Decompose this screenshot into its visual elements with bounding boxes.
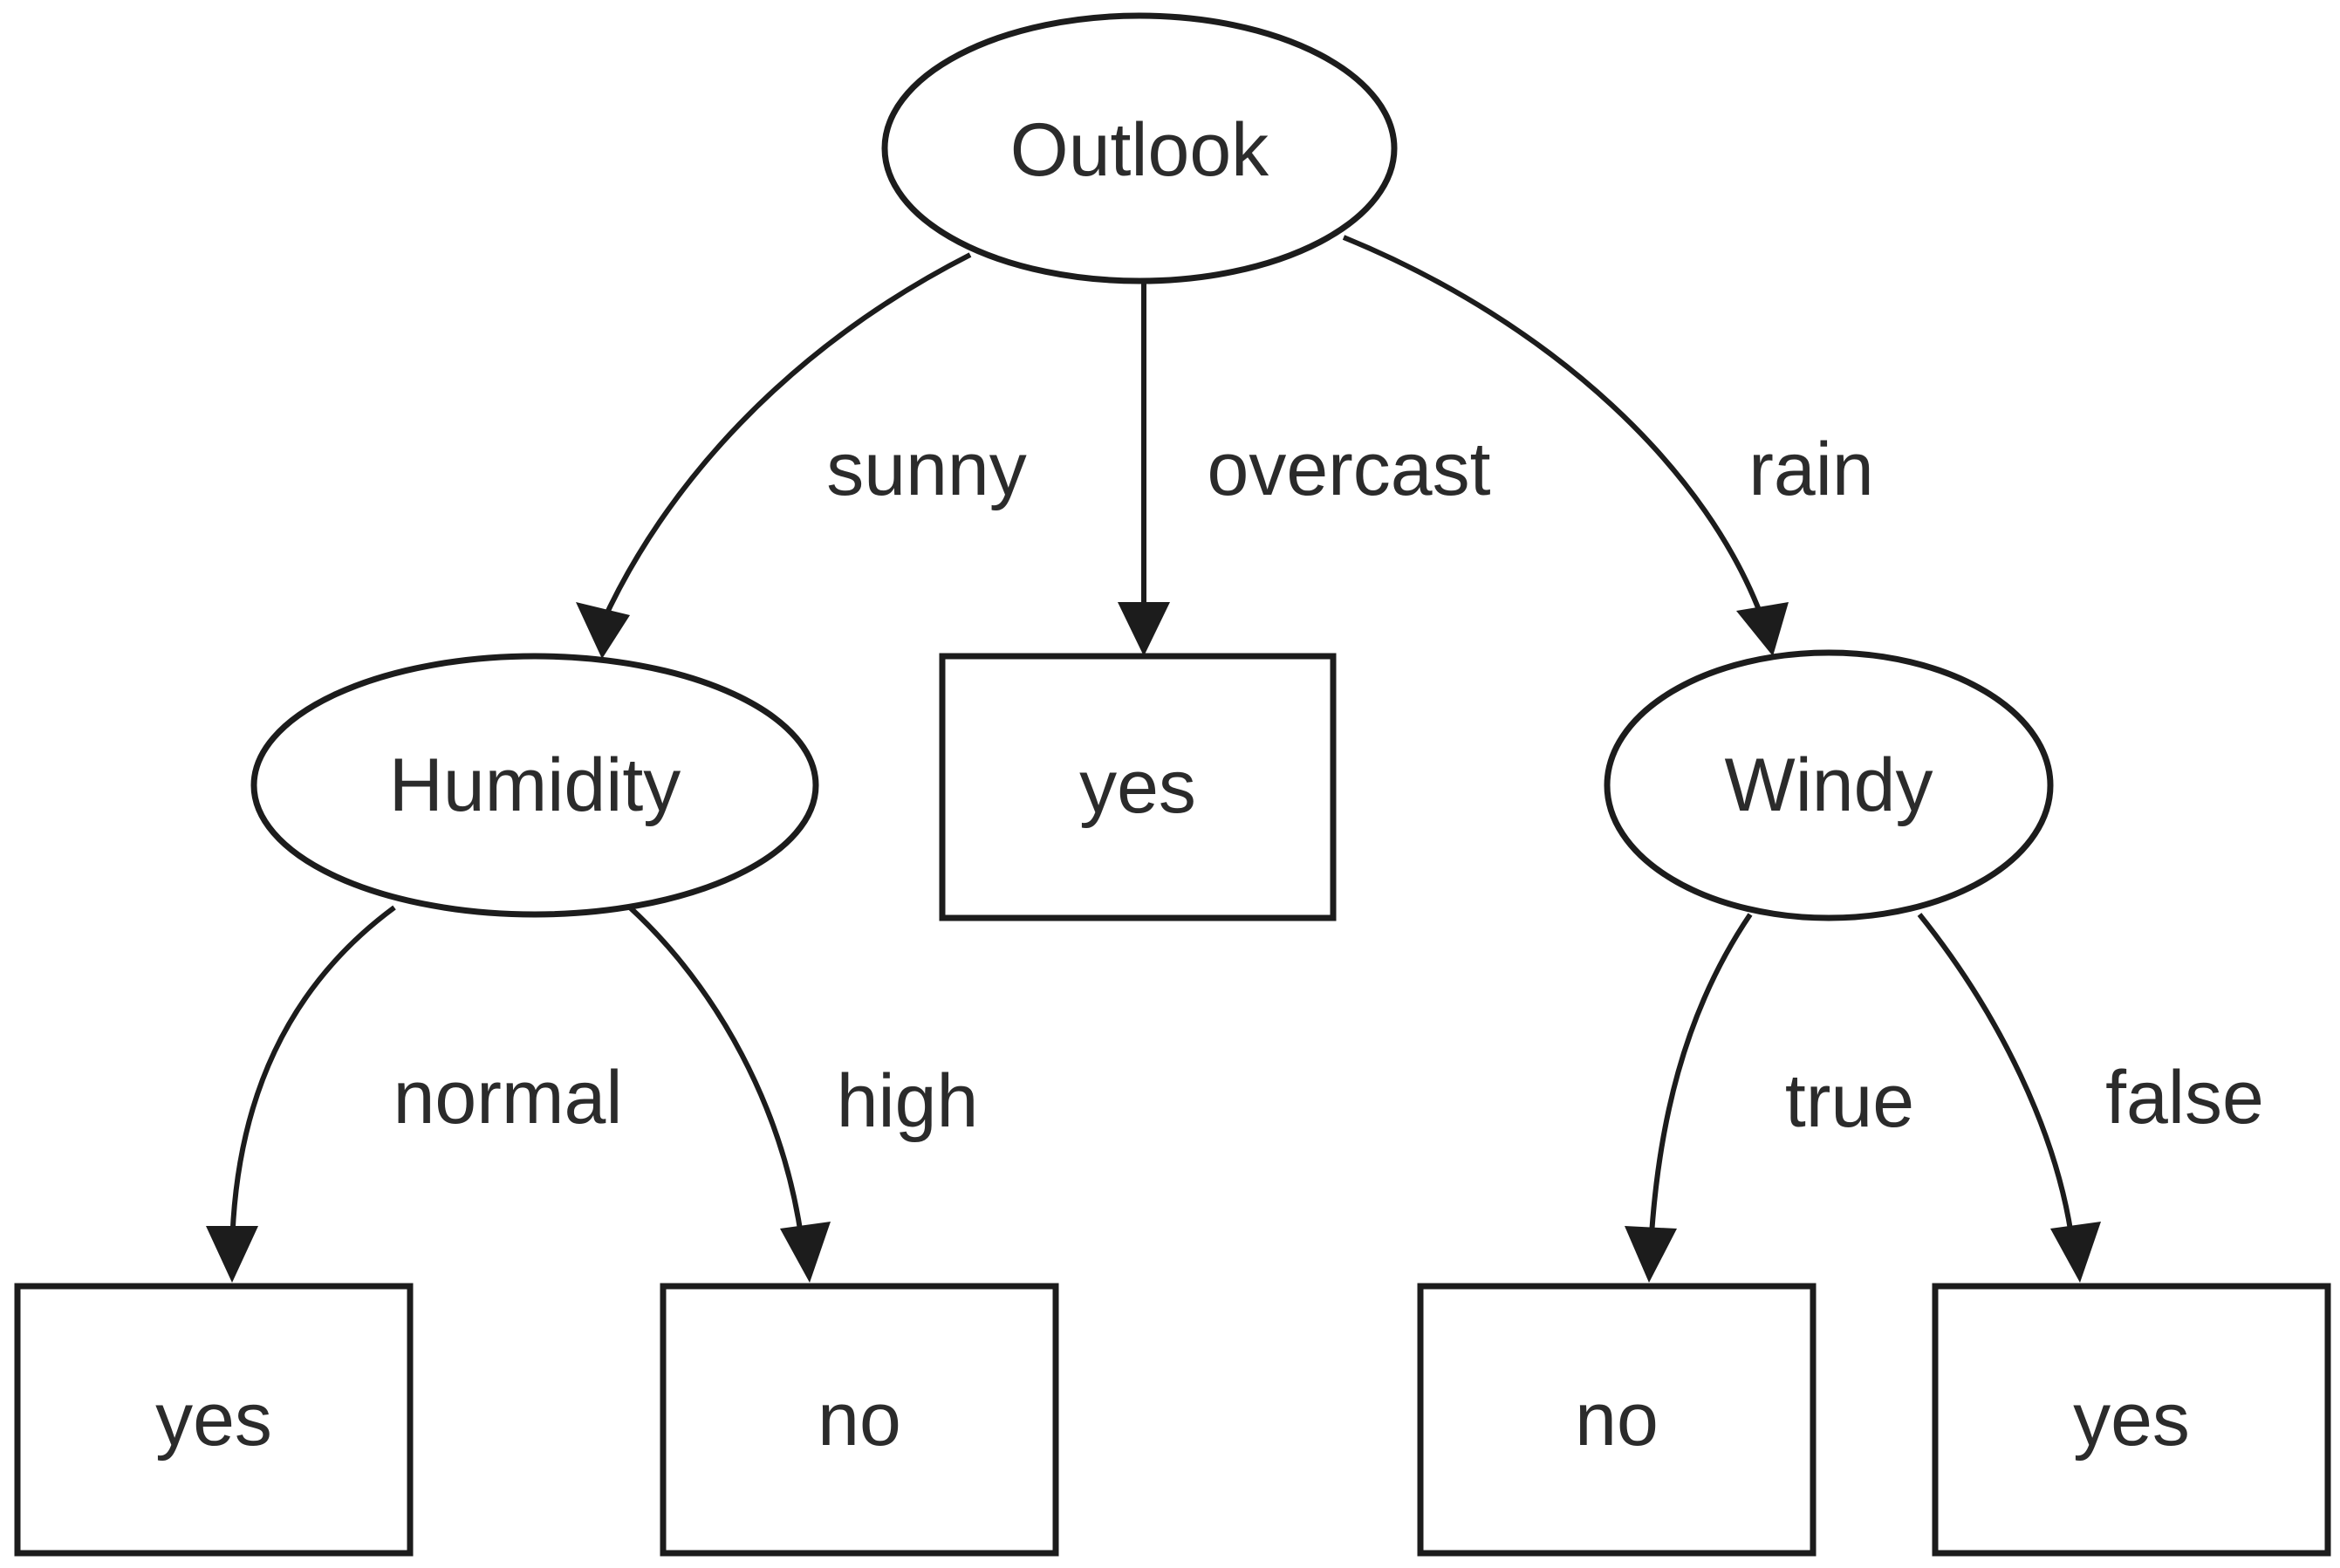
leaf-false-yes: yes — [1932, 1283, 2331, 1557]
edge-rain — [1342, 235, 1789, 656]
edge-label-false: false — [2105, 1056, 2264, 1140]
leaf-false-yes-label: yes — [2073, 1378, 2190, 1462]
leaf-high-no: no — [660, 1283, 1059, 1557]
leaf-normal-yes-label: yes — [155, 1378, 272, 1462]
false-arrowhead — [2050, 1222, 2101, 1283]
edge-false — [1917, 913, 2101, 1283]
edge-label-rain: rain — [1748, 428, 1873, 511]
edge-true — [1625, 913, 1753, 1283]
edge-overcast — [1118, 281, 1170, 656]
leaf-true-no-label: no — [1575, 1378, 1659, 1462]
rain-arrowhead — [1736, 602, 1789, 656]
edge-label-true: true — [1785, 1059, 1914, 1143]
node-humidity-label: Humidity — [389, 743, 681, 827]
node-outlook-label: Outlook — [1010, 108, 1269, 192]
edge-high — [627, 905, 831, 1283]
edge-sunny — [576, 252, 972, 659]
sunny-arrowhead — [576, 602, 630, 659]
edge-label-overcast: overcast — [1207, 428, 1490, 511]
edge-label-high: high — [837, 1059, 979, 1143]
edge-label-sunny: sunny — [826, 428, 1027, 511]
leaf-overcast-yes-label: yes — [1079, 745, 1196, 829]
high-arrowhead — [780, 1222, 831, 1283]
edge-normal — [206, 905, 396, 1283]
true-arrowhead — [1625, 1226, 1677, 1283]
leaf-overcast-yes: yes — [939, 653, 1337, 921]
overcast-arrowhead — [1118, 602, 1170, 656]
leaf-normal-yes: yes — [14, 1283, 414, 1557]
leaf-high-no-label: no — [818, 1378, 901, 1462]
node-outlook: Outlook — [881, 12, 1398, 284]
node-windy-label: Windy — [1725, 743, 1933, 827]
edge-label-normal: normal — [393, 1056, 623, 1140]
node-windy: Windy — [1604, 649, 2054, 921]
node-humidity: Humidity — [250, 653, 819, 918]
leaf-true-no: no — [1417, 1283, 1817, 1557]
normal-arrowhead — [206, 1226, 258, 1283]
